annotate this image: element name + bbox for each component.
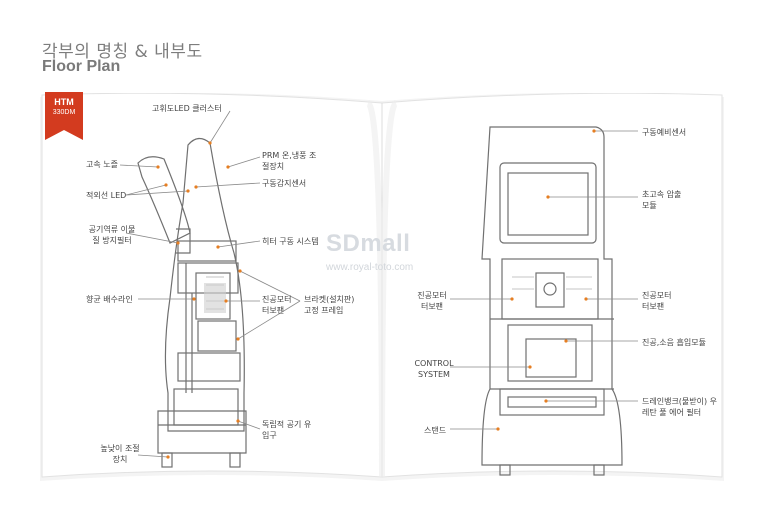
label-vacuum-turbofan-right-a: 진공모터 터보팬: [417, 291, 447, 311]
ribbon-icon: [45, 92, 83, 140]
label-backflow-filter: 공기역류 이물질 방지필터: [88, 225, 136, 245]
open-book-illustration: [40, 93, 724, 481]
label-standby-sensor: 구동예비센서: [642, 128, 687, 137]
label-prm-control: PRM 온,냉풍 조절장치: [262, 151, 317, 171]
watermark-url: www.royal-toto.com: [326, 262, 414, 273]
label-stand: 스탠드: [424, 426, 447, 435]
badge-model: HTM: [54, 97, 74, 107]
watermark-brand: SDmall: [326, 230, 411, 257]
label-motion-sensor: 구동감지센서: [262, 179, 307, 188]
label-led-cluster: 고휘도LED 클러스터: [152, 104, 222, 113]
page-title-korean: 각부의 명칭 & 내부도: [42, 42, 203, 62]
label-ultra-extrusion: 초고속 압출모듈: [642, 190, 682, 210]
label-control-system: CONTROL SYSTEM: [414, 359, 454, 379]
label-drain-bank: 드레인뱅크(물받이) 우레탄 풀 에어 필터: [642, 397, 718, 417]
label-vacuum-turbofan-left: 진공모터 터보팬: [262, 295, 292, 315]
label-heater-system: 히터 구동 시스템: [262, 237, 319, 246]
label-height-adjust: 높낮이 조절장치: [100, 444, 140, 464]
badge-code: 330DM: [52, 109, 76, 116]
model-badge: HTM 330DM: [45, 92, 83, 140]
label-air-inlet: 독립적 공기 유입구: [262, 420, 312, 440]
label-bracket-frame: 브라켓(설치판) 고정 프레임: [304, 295, 355, 315]
label-ir-led: 적외선 LED: [86, 191, 127, 200]
label-drain-line: 향균 배수라인: [86, 295, 133, 304]
page-title-english: Floor Plan: [42, 58, 121, 75]
label-intake-module: 진공,소음 흡입모듈: [642, 338, 706, 347]
label-vacuum-turbofan-right-b: 진공모터 터보팬: [642, 291, 672, 311]
label-high-speed-nozzle: 고속 노즐: [86, 160, 118, 169]
